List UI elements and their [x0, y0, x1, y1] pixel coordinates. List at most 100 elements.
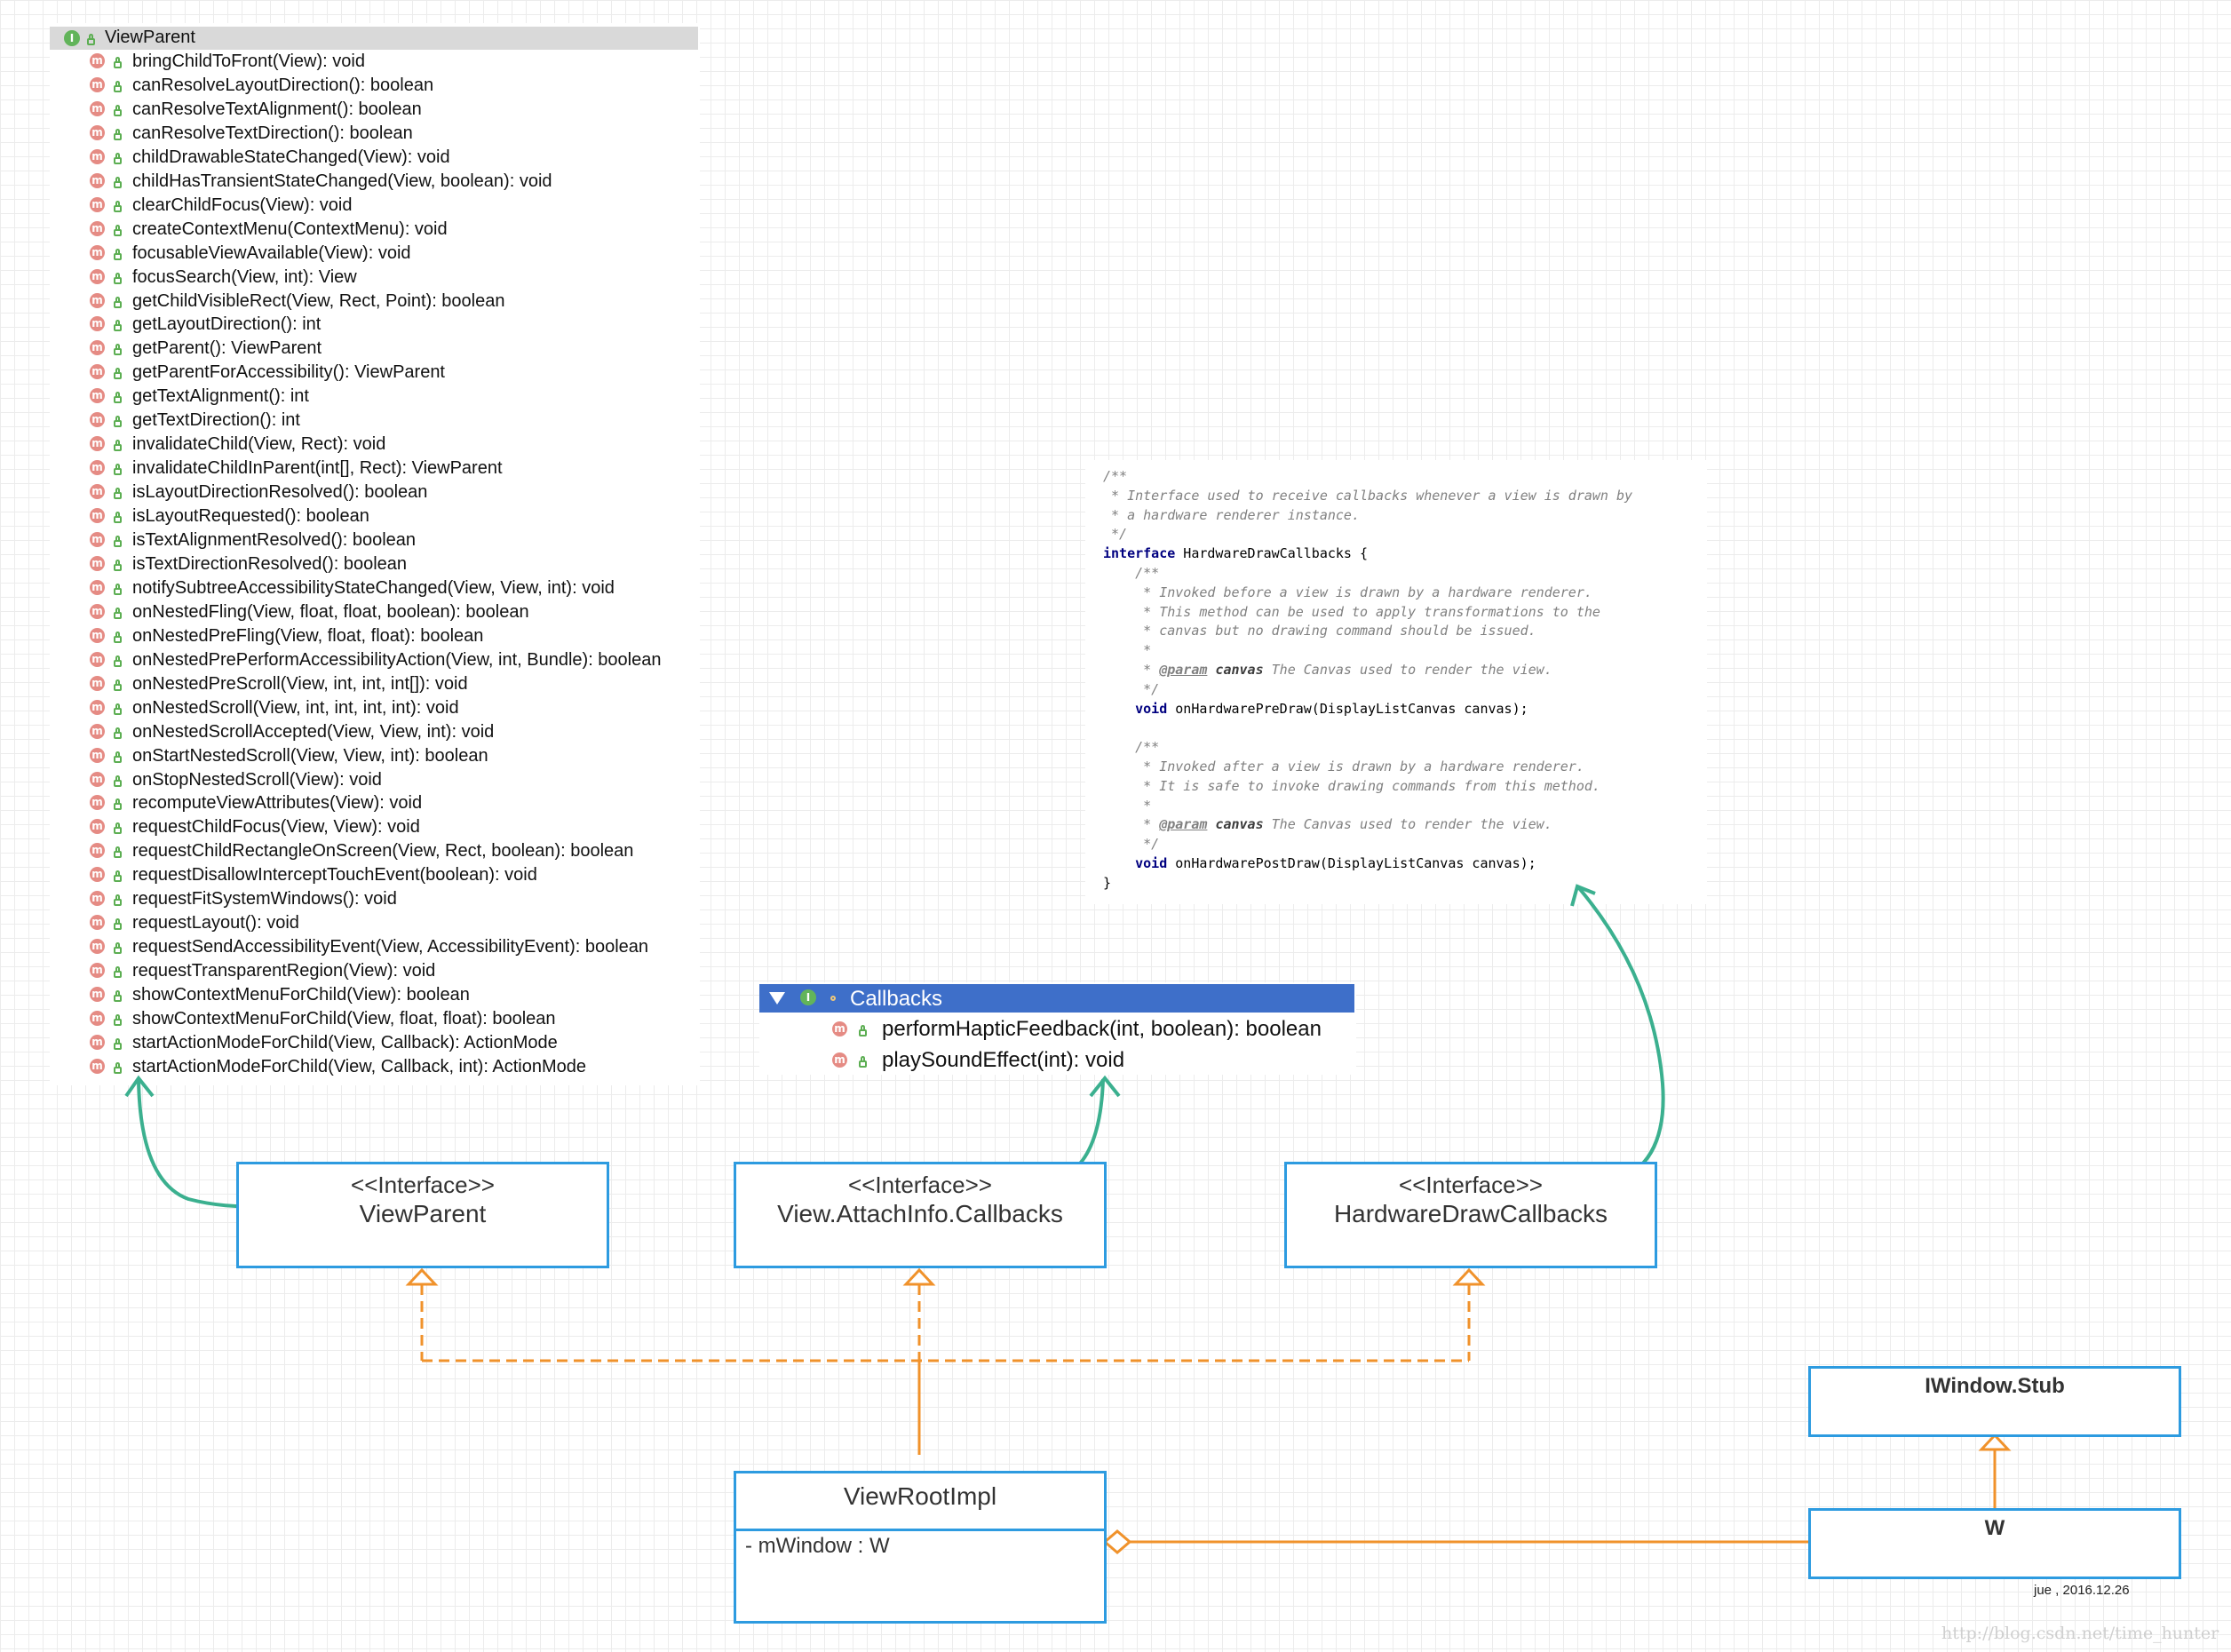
lock-icon	[114, 248, 122, 260]
method-icon: m	[90, 244, 105, 260]
code-token: * This method can be used to apply trans…	[1103, 603, 1600, 620]
watermark: http://blog.csdn.net/time_hunter	[1941, 1624, 2219, 1643]
lock-icon	[114, 128, 122, 140]
method-signature: showContextMenuForChild(View): boolean	[132, 985, 470, 1005]
callbacks-link-arrowhead	[1089, 1075, 1121, 1098]
method-icon: m	[90, 316, 105, 332]
method-signature: childHasTransientStateChanged(View, bool…	[132, 171, 552, 191]
callbacks-structure-header[interactable]: I Callbacks	[759, 984, 1354, 1013]
static-dot-icon	[830, 996, 836, 1001]
code-token: interface	[1103, 545, 1176, 562]
uml-viewrootimpl-class[interactable]: ViewRootImpl - mWindow : W	[734, 1471, 1107, 1624]
code-token: */	[1103, 526, 1128, 543]
method-row[interactable]: m getTextAlignment(): int	[50, 385, 700, 409]
lock-icon	[114, 176, 122, 188]
uml-attribute: - mWindow : W	[745, 1534, 890, 1558]
method-icon: m	[90, 771, 105, 787]
method-signature: isTextAlignmentResolved(): boolean	[132, 530, 417, 550]
method-signature: showContextMenuForChild(View, float, flo…	[132, 1009, 556, 1029]
method-signature: requestSendAccessibilityEvent(View, Acce…	[132, 937, 649, 957]
uml-attachinfo-callbacks-interface[interactable]: <<Interface>> View.AttachInfo.Callbacks	[734, 1162, 1107, 1268]
method-signature: requestTransparentRegion(View): void	[132, 961, 436, 981]
method-signature: startActionModeForChild(View, Callback):…	[132, 1032, 558, 1052]
method-signature: clearChildFocus(View): void	[132, 195, 353, 215]
code-token: The Canvas used to render the view.	[1263, 661, 1552, 678]
lock-icon	[114, 583, 122, 595]
lock-icon	[114, 774, 122, 787]
method-signature: onStartNestedScroll(View, View, int): bo…	[132, 745, 488, 766]
lock-icon	[114, 607, 122, 619]
method-icon: m	[90, 819, 105, 835]
method-signature: onNestedScrollAccepted(View, View, int):…	[132, 721, 495, 742]
lock-icon	[114, 80, 122, 92]
method-signature: getTextAlignment(): int	[132, 386, 309, 407]
source-code-block: /** * Interface used to receive callback…	[1103, 467, 1632, 894]
code-token: *	[1103, 661, 1160, 678]
uml-hardware-draw-callbacks-interface[interactable]: <<Interface>> HardwareDrawCallbacks	[1284, 1162, 1657, 1268]
lock-icon	[114, 870, 122, 883]
method-icon: m	[90, 388, 105, 404]
method-signature: notifySubtreeAccessibilityStateChanged(V…	[132, 577, 615, 598]
lock-icon	[114, 846, 122, 859]
lock-icon	[114, 224, 122, 236]
uml-viewparent-interface[interactable]: <<Interface>> ViewParent	[236, 1162, 609, 1268]
method-signature: onNestedPrePerformAccessibilityAction(Vi…	[132, 649, 662, 670]
code-token: * Invoked before a view is drawn by a ha…	[1103, 584, 1592, 600]
method-icon: m	[90, 675, 105, 691]
viewparent-structure-header[interactable]: I ViewParent	[50, 27, 698, 50]
method-icon: m	[90, 891, 105, 907]
triangle-down-icon[interactable]	[768, 991, 786, 1005]
uml-iwindow-stub-class[interactable]: IWindow.Stub	[1808, 1366, 2181, 1437]
hardware-link-arrowhead	[1570, 884, 1596, 907]
uml-w-class[interactable]: W	[1808, 1508, 2181, 1579]
code-token: /**	[1103, 564, 1160, 581]
lock-icon	[114, 990, 122, 1003]
